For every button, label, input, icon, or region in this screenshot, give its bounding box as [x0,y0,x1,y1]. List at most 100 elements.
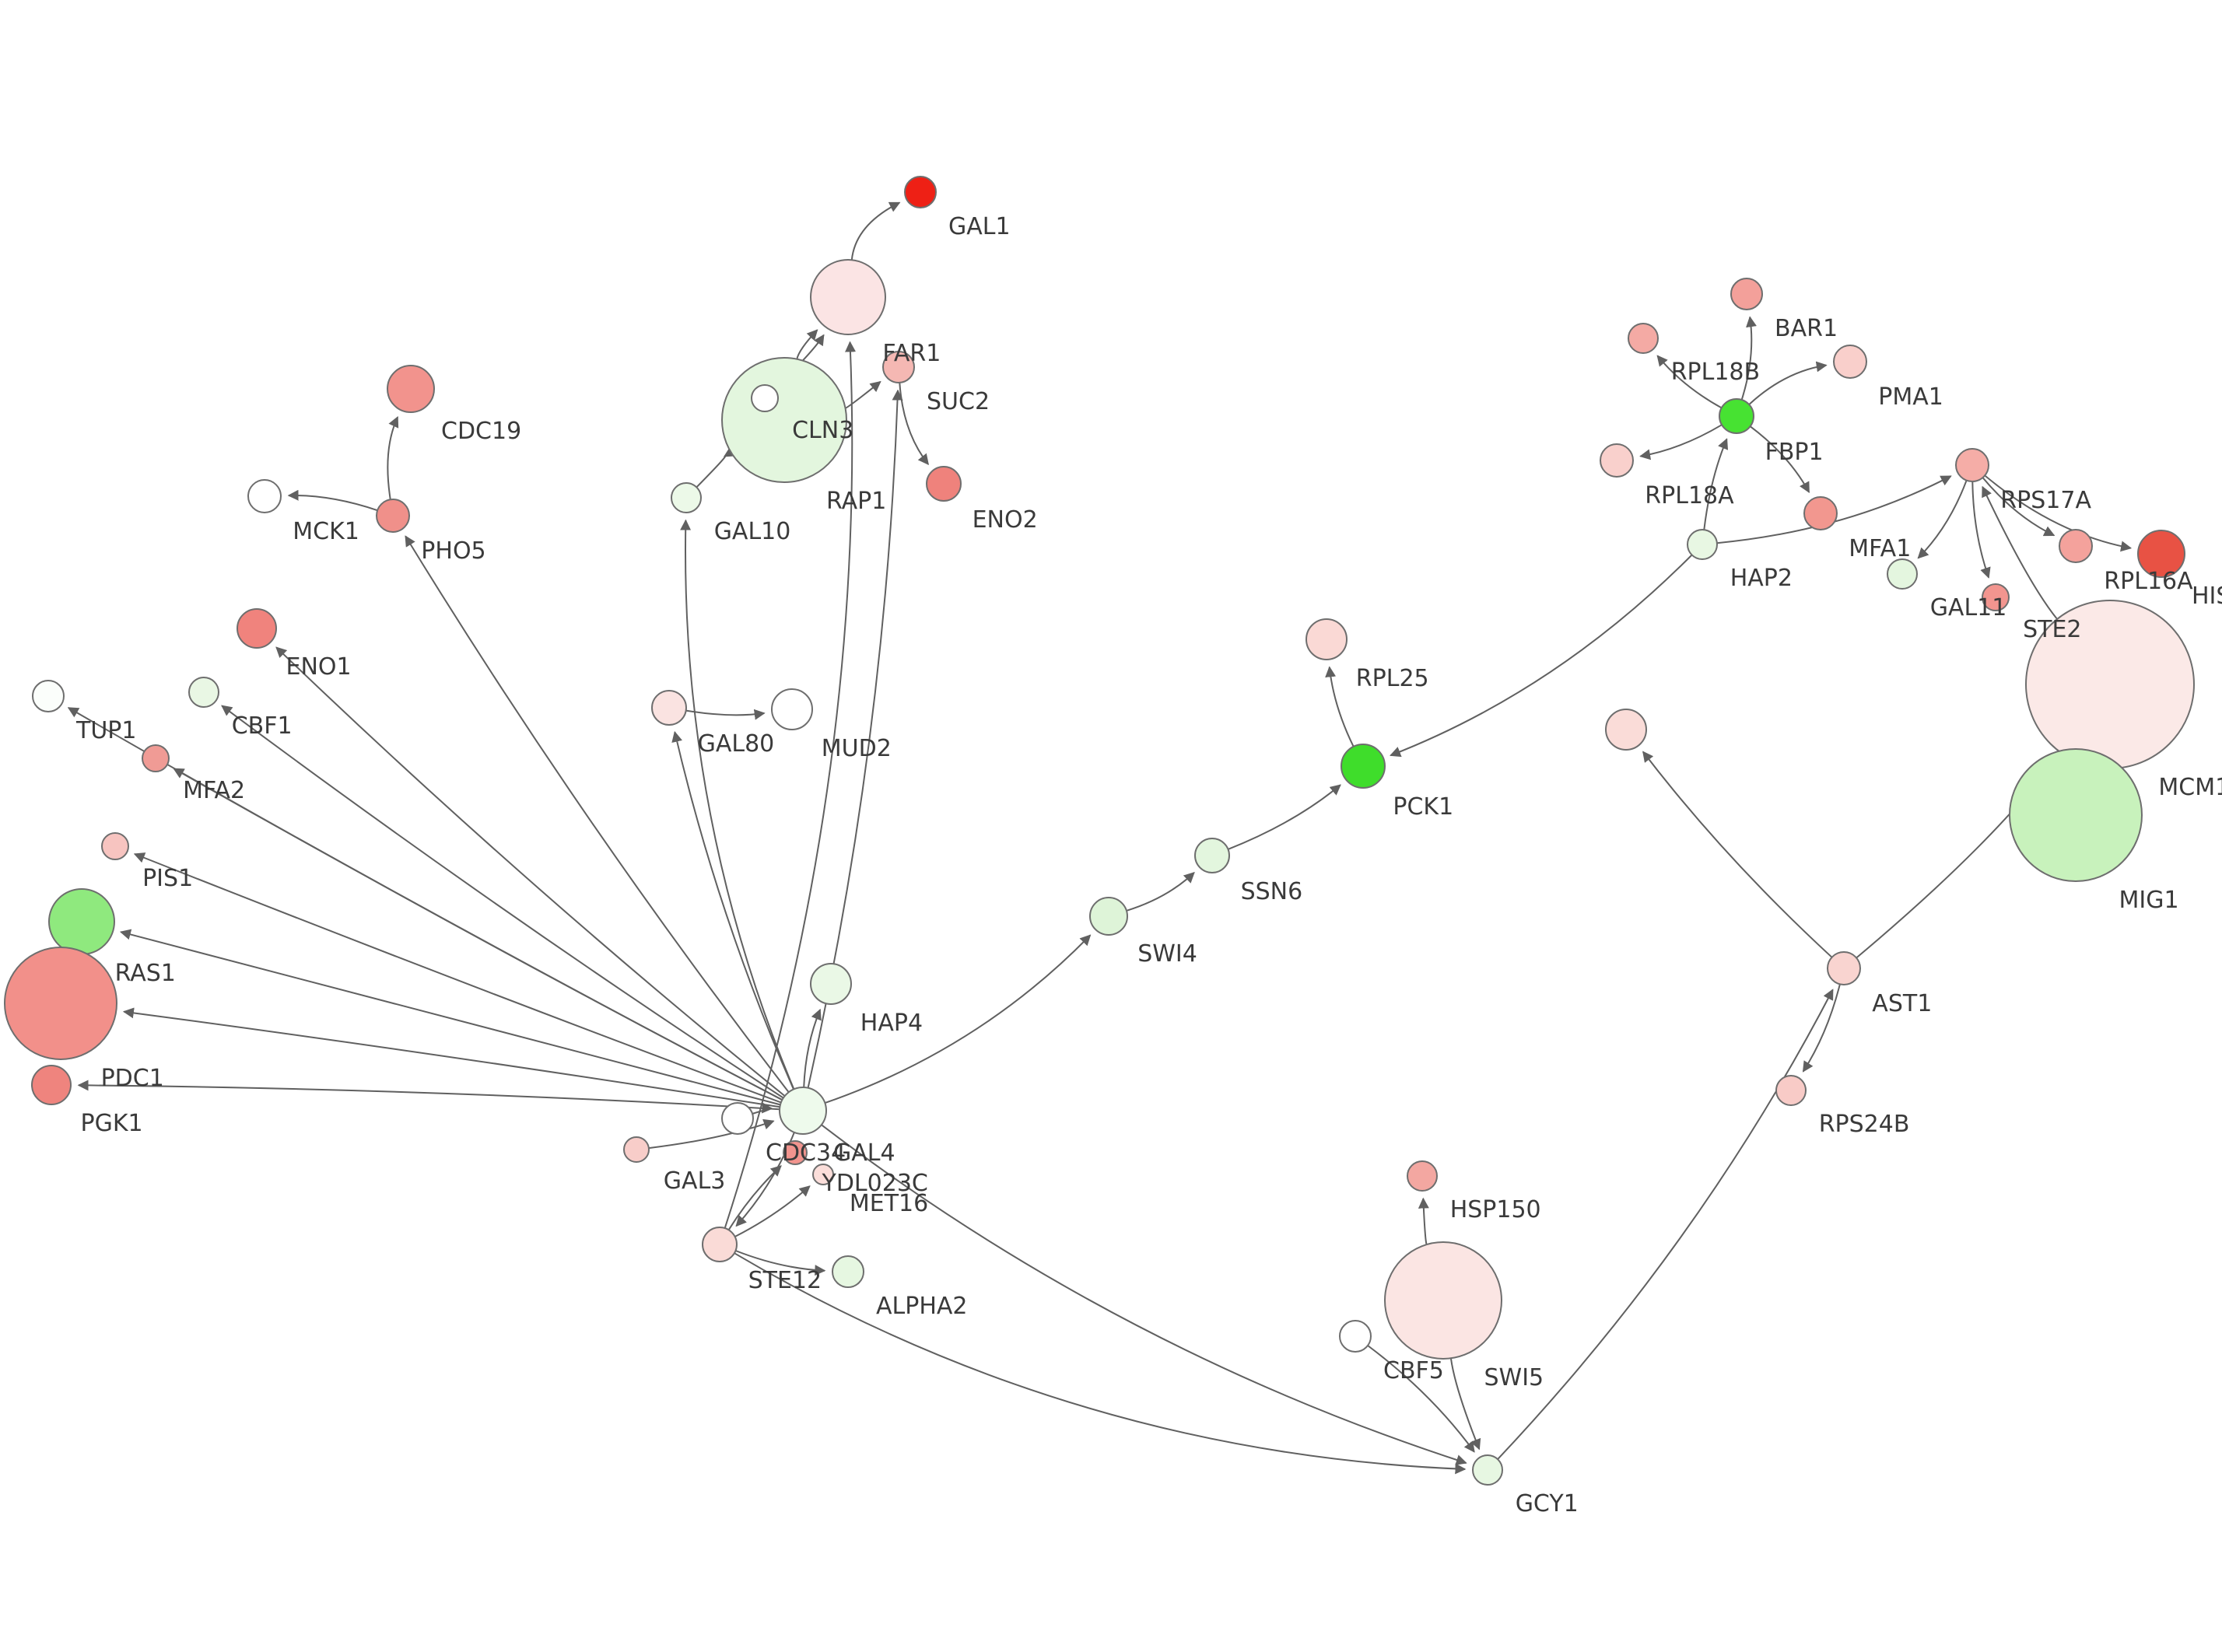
edge-rap1-far1[interactable] [796,329,818,359]
node-mig1[interactable] [2009,748,2143,882]
edge-rps17a-rpl16a[interactable] [1982,477,2056,537]
edge-suc2-eno2[interactable] [899,382,929,465]
edge-ast1-unk1[interactable] [1642,751,1833,958]
node-ast1[interactable] [1827,951,1861,985]
edge-ste12-ydl023c[interactable] [727,1165,782,1230]
edge-ste12-alpha2[interactable] [735,1250,826,1276]
node-gal1[interactable] [904,176,937,208]
edge-pho5-cdc19[interactable] [387,416,399,500]
node-rpl25[interactable] [1306,618,1348,660]
edge-gal4-hap4[interactable] [803,1008,822,1088]
node-cdc34[interactable] [721,1102,754,1135]
edge-gal4-mfa2[interactable] [173,768,783,1101]
node-far1[interactable] [810,259,886,335]
edge-gal4-pis1[interactable] [133,852,782,1104]
edge-gal4-ras1[interactable] [119,929,781,1106]
edge-hap2-fbp1[interactable] [1703,438,1729,530]
node-eno2[interactable] [926,466,962,502]
node-pck1[interactable] [1341,744,1386,789]
node-pma1[interactable] [1833,345,1867,379]
edge-ast1-rps24b[interactable] [1802,984,1841,1073]
node-mfa2[interactable] [142,744,170,772]
node-rpl18a[interactable] [1600,443,1634,478]
edge-hap2-rps17a[interactable] [1716,475,1952,544]
edge-gcy1-ast1[interactable] [1497,989,1834,1460]
edge-gal4-swi4[interactable] [824,934,1092,1104]
edge-ste12-met16[interactable] [734,1185,811,1237]
node-swi4[interactable] [1089,897,1128,936]
node-swi5[interactable] [1384,1241,1502,1360]
edge-ste12-gcy1[interactable] [734,1252,1467,1475]
edge-swi5-hsp150[interactable] [1418,1197,1429,1245]
edge-far1-gal1[interactable] [850,201,901,261]
edge-gal4-pgk1[interactable] [77,1080,780,1111]
node-pis1[interactable] [101,832,129,860]
node-ssn6[interactable] [1194,838,1230,873]
edge-gal80-mud2[interactable] [685,709,766,720]
node-hap2[interactable] [1687,529,1718,560]
edge-rap1-suc2[interactable] [845,380,881,409]
node-mck1[interactable] [247,479,282,513]
edge-gal4-tup1[interactable] [67,707,783,1101]
node-gal80[interactable] [651,690,687,726]
node-unk1[interactable] [1605,709,1647,751]
node-bar1[interactable] [1730,278,1763,310]
edge-cbf5-gcy1[interactable] [1367,1345,1475,1453]
edge-swi4-ssn6[interactable] [1126,872,1195,912]
node-pdc1[interactable] [4,947,117,1060]
edge-ssn6-pck1[interactable] [1228,784,1341,850]
node-ste2[interactable] [1982,583,2010,611]
node-gcy1[interactable] [1472,1454,1503,1486]
node-rpl18b[interactable] [1628,323,1659,354]
node-rps17a[interactable] [1955,448,1989,482]
edge-gal4-pdc1[interactable] [122,1007,780,1108]
node-gal4[interactable] [779,1087,827,1135]
node-met16[interactable] [812,1164,834,1185]
edge-gal4-pho5[interactable] [405,535,790,1093]
edge-gal4-gcy1[interactable] [821,1124,1467,1465]
node-hsp150[interactable] [1407,1160,1438,1192]
node-ste12[interactable] [702,1227,738,1262]
edge-fbp1-bar1[interactable] [1740,316,1757,401]
edge-mcm1-rps17a[interactable] [1982,485,2058,620]
node-tup1[interactable] [32,680,65,712]
node-mud2[interactable] [771,688,813,730]
node-gal10[interactable] [671,482,702,513]
node-his4[interactable] [2137,530,2185,578]
node-mfa1[interactable] [1803,496,1838,530]
edge-pck1-rpl25[interactable] [1325,666,1355,747]
node-eno1[interactable] [237,608,277,649]
edge-gal4-eno1[interactable] [275,646,786,1097]
edge-swi5-gcy1[interactable] [1449,1358,1481,1451]
edge-rps17a-ste2[interactable] [1971,481,1991,579]
edge-pho5-mck1[interactable] [287,489,378,512]
node-rap1[interactable] [721,357,847,483]
edge-gal3-gal4[interactable] [648,1118,775,1150]
edge-rps17a-gal11[interactable] [1917,480,1968,559]
edge-fbp1-mfa1[interactable] [1749,425,1810,494]
edge-fbp1-rpl18b[interactable] [1656,355,1723,409]
node-hap4[interactable] [810,963,852,1005]
edge-gal4-cbf1[interactable] [221,705,784,1099]
node-gal11[interactable] [1887,558,1918,590]
edge-gal4-gal80[interactable] [671,730,794,1090]
node-suc2[interactable] [882,351,915,383]
edge-fbp1-pma1[interactable] [1748,361,1828,405]
node-cdc19[interactable] [387,365,435,413]
node-ras1[interactable] [48,888,115,955]
node-cbf5[interactable] [1339,1320,1372,1353]
edge-gal4-gal10[interactable] [680,519,795,1090]
edge-rps17a-his4[interactable] [1984,474,2133,552]
node-alpha2[interactable] [832,1255,864,1288]
node-gal3[interactable] [623,1136,650,1163]
node-cln3[interactable] [751,384,779,412]
node-cbf1[interactable] [188,677,219,708]
edge-hap2-pck1[interactable] [1390,554,1693,758]
node-fbp1[interactable] [1719,398,1754,434]
node-pho5[interactable] [376,499,410,533]
edge-gal10-rap1[interactable] [696,446,736,488]
edge-fbp1-rpl18a[interactable] [1639,424,1723,460]
node-rps24b[interactable] [1775,1075,1807,1106]
node-pgk1[interactable] [31,1065,72,1105]
node-rpl16a[interactable] [2059,529,2093,563]
